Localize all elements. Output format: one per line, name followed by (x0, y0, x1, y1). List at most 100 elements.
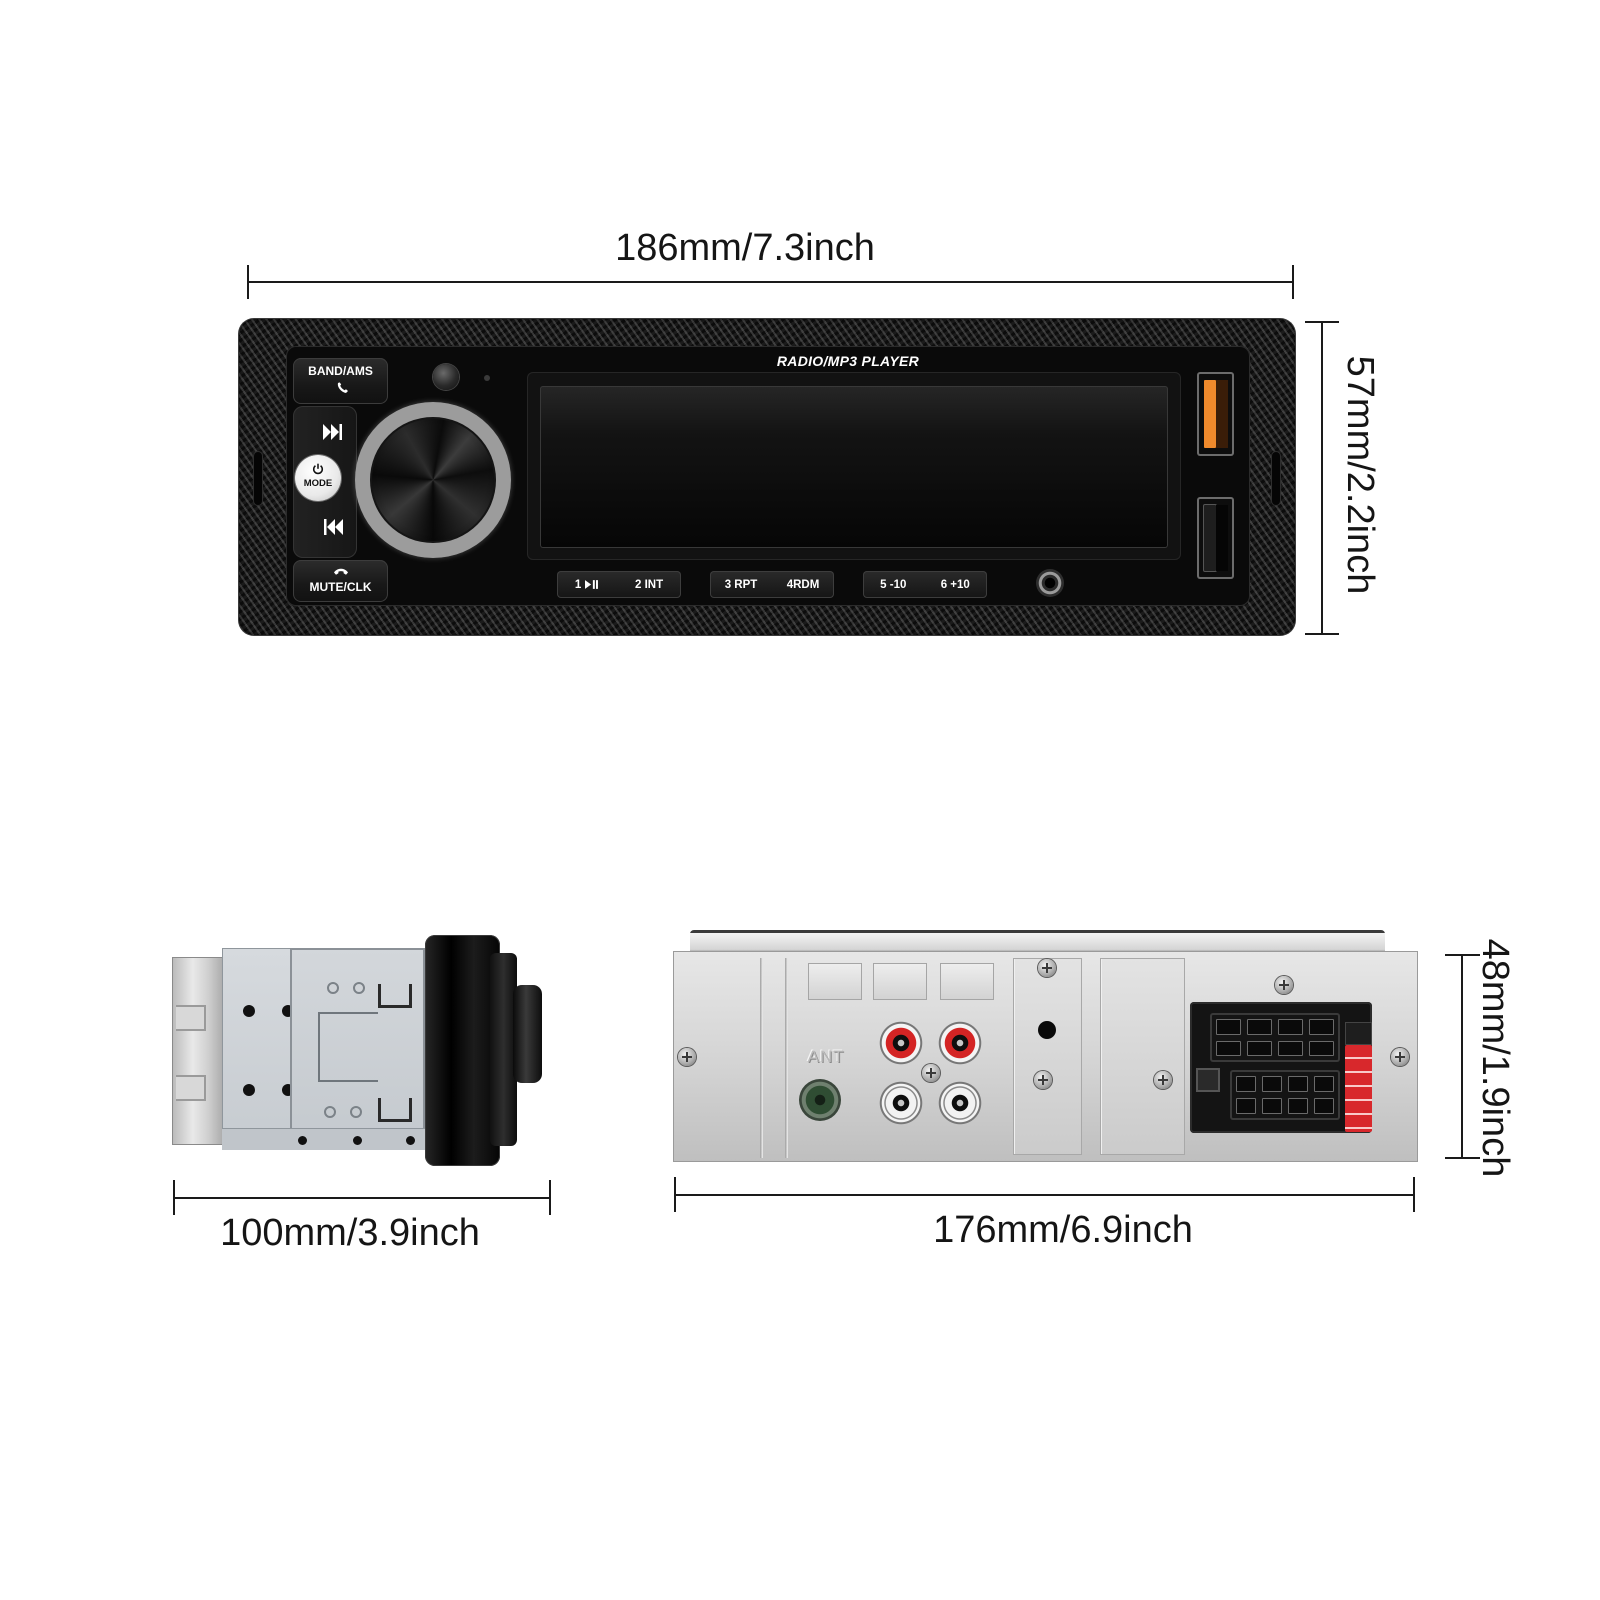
side-bracket-upper (176, 1005, 206, 1031)
side-depth-label: 100mm/3.9inch (220, 1212, 480, 1254)
side-faceplate-edge (490, 953, 517, 1146)
rear-height-tick-bottom (1445, 1157, 1480, 1159)
iso-connector-latch (1196, 1068, 1220, 1092)
phone-hangup-icon (334, 568, 348, 575)
mute-clk-label: MUTE/CLK (309, 580, 372, 594)
aux-input-jack (1036, 569, 1064, 597)
rear-right-panel (1100, 958, 1185, 1155)
front-width-tick-right (1292, 265, 1294, 299)
rear-width-tick-left (674, 1177, 676, 1212)
rear-width-line (675, 1194, 1415, 1196)
front-width-tick-left (247, 265, 249, 299)
rear-embossed-square (873, 963, 927, 1000)
preset-1: 1 (575, 579, 599, 591)
side-depth-line (174, 1197, 551, 1199)
connector-pin (1236, 1098, 1256, 1114)
rear-height-tick-top (1445, 954, 1480, 956)
front-width-line (248, 281, 1293, 283)
screw (1275, 976, 1293, 994)
plate-ring-hole (350, 1106, 362, 1118)
antenna-jack (799, 1079, 841, 1121)
phone-answer-icon (337, 382, 348, 393)
side-clip-tab-lower (378, 1098, 412, 1122)
mode-label: MODE (303, 478, 333, 489)
rail-hole (353, 1136, 362, 1145)
side-clip-tab-upper (378, 984, 412, 1008)
rear-width-label: 176mm/6.9inch (933, 1209, 1193, 1251)
front-height-line (1321, 322, 1323, 635)
preset-2-label: 2 INT (635, 578, 664, 591)
rear-width-tick-right (1413, 1177, 1415, 1212)
usb-port-tongue (1204, 380, 1216, 448)
connector-pin (1288, 1098, 1308, 1114)
radio-side-view (172, 932, 544, 1168)
preset-4-label: 4RDM (786, 578, 820, 591)
connector-pin (1314, 1098, 1334, 1114)
fuse-holder (1345, 1022, 1372, 1045)
rail-hole (406, 1136, 415, 1145)
rear-mount-hole (1038, 1021, 1056, 1039)
rear-rib (760, 958, 763, 1158)
front-height-label: 57mm/2.2inch (1339, 355, 1381, 595)
preset-5-label: 5 -10 (880, 578, 907, 591)
side-depth-tick-left (173, 1180, 175, 1215)
plate-ring-hole (324, 1106, 336, 1118)
preset-6-label: 6 +10 (940, 578, 970, 591)
band-ams-button: BAND/AMS (293, 358, 388, 404)
play-pause-icon (585, 580, 599, 589)
screw (1391, 1048, 1409, 1066)
plate-ring-hole (327, 982, 339, 994)
antenna-label: ANT (807, 1047, 845, 1066)
side-depth-tick-right (549, 1180, 551, 1215)
connector-pin (1247, 1019, 1272, 1035)
right-release-slot (1272, 452, 1280, 505)
chassis-hole (243, 1005, 255, 1017)
rear-embossed-square (940, 963, 994, 1000)
connector-pin (1309, 1019, 1334, 1035)
front-width-label: 186mm/7.3inch (615, 227, 875, 269)
side-bottom-rail (222, 1128, 428, 1150)
side-rear-housing (172, 957, 224, 1145)
volume-knob (355, 402, 511, 558)
rca-jack-red (938, 1021, 982, 1065)
radio-front-panel: BAND/AMS MODE MUTE/CL (238, 318, 1296, 636)
rca-jack-white (879, 1081, 923, 1125)
radio-rear-view: ANT (673, 928, 1418, 1162)
connector-pin (1309, 1040, 1334, 1056)
rear-height-line (1461, 955, 1463, 1158)
front-height-tick-top (1305, 321, 1339, 323)
rear-rib (785, 958, 788, 1158)
preset-button-3-4: 3 RPT 4RDM (710, 571, 834, 598)
screw (1034, 1071, 1052, 1089)
screw (678, 1048, 696, 1066)
left-release-slot (254, 452, 262, 505)
connector-pin (1288, 1076, 1308, 1092)
microphone-hole (484, 375, 490, 381)
connector-pin (1216, 1040, 1241, 1056)
volume-knob-cap (370, 417, 496, 543)
rail-hole (298, 1136, 307, 1145)
usb-port-cavity (1216, 505, 1228, 571)
connector-pin (1262, 1076, 1282, 1092)
connector-pin (1247, 1040, 1272, 1056)
power-icon (312, 463, 324, 475)
rear-center-panel (1013, 958, 1082, 1155)
connector-pin (1216, 1019, 1241, 1035)
usb-port-fast-charge (1197, 372, 1234, 456)
connector-pin (1278, 1019, 1303, 1035)
side-knob (513, 985, 542, 1083)
mode-power-button: MODE (295, 455, 341, 501)
lcd-display (540, 386, 1168, 548)
iso-pin-block-upper (1210, 1013, 1340, 1062)
screw (1154, 1071, 1172, 1089)
usb-port-standard (1197, 497, 1234, 579)
panel-title: RADIO/MP3 PLAYER (776, 353, 920, 369)
iso-pin-block-lower (1230, 1070, 1340, 1120)
preset-button-5-6: 5 -10 6 +10 (863, 571, 987, 598)
chassis-hole (243, 1084, 255, 1096)
rca-jack-white (938, 1081, 982, 1125)
fuse (1345, 1045, 1372, 1132)
usb-port-tongue (1204, 505, 1216, 571)
connector-pin (1314, 1076, 1334, 1092)
